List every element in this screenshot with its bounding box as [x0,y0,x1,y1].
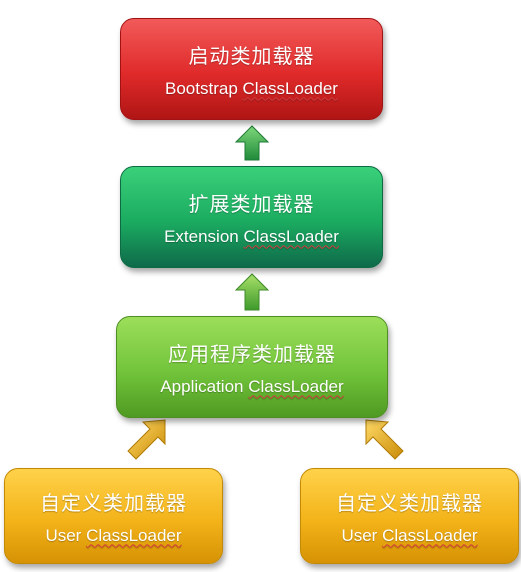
bootstrap-title-zh: 启动类加载器 [188,43,315,68]
up-arrow-icon [234,273,270,311]
arrow-user-right-to-application [365,419,404,460]
user-left-title-en-classloader: ClassLoader [86,525,182,545]
arrow-extension-to-bootstrap [234,125,270,161]
bootstrap-title-en-prefix: Bootstrap [165,78,243,98]
extension-classloader-box: 扩展类加载器 Extension ClassLoader [120,166,383,268]
extension-title-en-prefix: Extension [164,226,244,246]
application-title-en-prefix: Application [160,376,249,396]
user-classloader-box-right: 自定义类加载器 User ClassLoader [300,468,519,564]
application-title-zh: 应用程序类加载器 [168,341,336,366]
arrow-user-left-to-application [127,419,166,460]
bootstrap-classloader-box: 启动类加载器 Bootstrap ClassLoader [120,18,383,120]
extension-title-en: Extension ClassLoader [164,227,339,247]
up-arrow-icon [234,125,270,161]
user-left-title-zh: 自定义类加载器 [40,490,187,515]
diagonal-up-right-arrow-icon [127,419,166,460]
user-right-title-zh: 自定义类加载器 [336,490,483,515]
application-classloader-box: 应用程序类加载器 Application ClassLoader [116,316,388,418]
bootstrap-title-en-classloader: ClassLoader [242,78,338,98]
user-right-title-en-classloader: ClassLoader [382,525,478,545]
extension-title-en-classloader: ClassLoader [243,226,339,246]
user-left-title-en-prefix: User [45,525,87,545]
user-classloader-box-left: 自定义类加载器 User ClassLoader [4,468,223,564]
user-right-title-en-prefix: User [341,525,383,545]
extension-title-zh: 扩展类加载器 [188,191,315,216]
diagonal-up-left-arrow-icon [365,419,404,460]
application-title-en-classloader: ClassLoader [248,376,344,396]
bootstrap-title-en: Bootstrap ClassLoader [165,79,338,99]
arrow-application-to-extension [234,273,270,311]
application-title-en: Application ClassLoader [160,377,343,397]
user-left-title-en: User ClassLoader [45,526,181,546]
user-right-title-en: User ClassLoader [341,526,477,546]
